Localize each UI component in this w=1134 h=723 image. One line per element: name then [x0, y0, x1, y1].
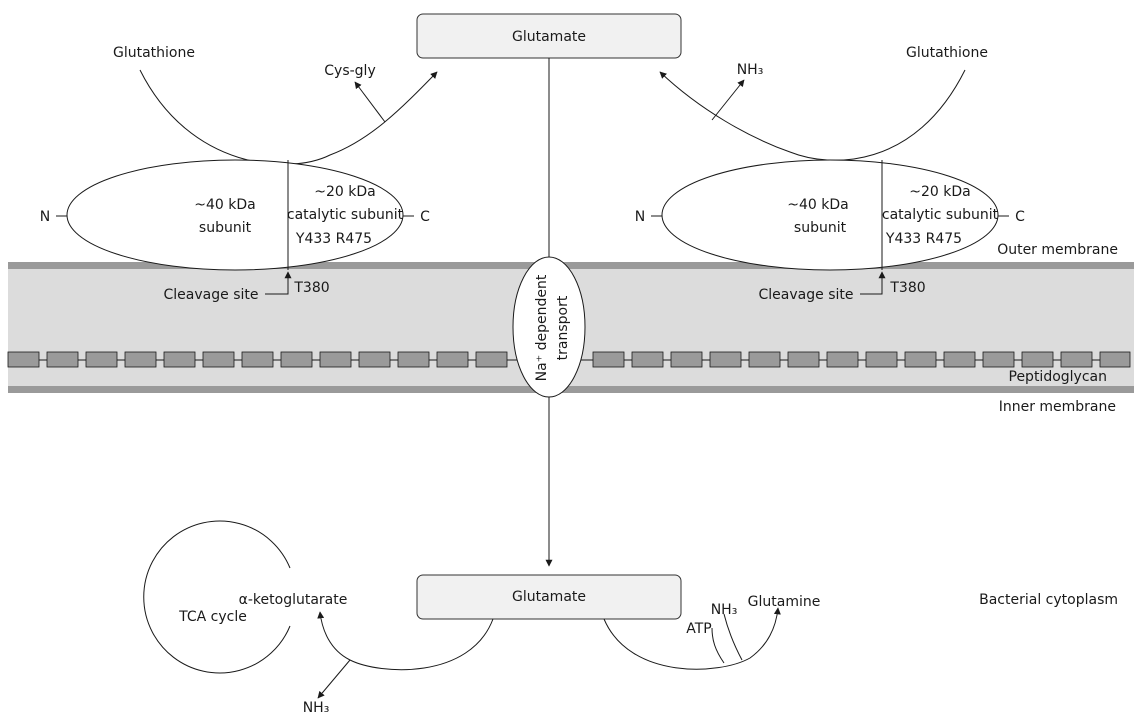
peptidoglycan-block [280, 351, 313, 368]
enzyme-right-small-subunit-line3: Y433 R475 [885, 231, 962, 247]
inner-membrane-label: Inner membrane [999, 399, 1116, 415]
enzyme-right-small-subunit-line2: catalytic subunit [882, 207, 999, 223]
glutamate-to-akg-arrow [317, 611, 494, 671]
peptidoglycan-block [1099, 351, 1131, 368]
enzyme-left-cleavage-residue: T380 [293, 280, 329, 296]
peptidoglycan-block [592, 351, 625, 368]
nh3-bottom-arrow [317, 659, 351, 699]
peptidoglycan-block [163, 351, 196, 368]
nh3-glutamine-label: NH₃ [711, 602, 738, 618]
enzyme-right-c-terminus: C [1015, 209, 1025, 225]
atp-label: ATP [686, 621, 711, 637]
enzyme-left-large-subunit-line1: ~40 kDa [194, 197, 255, 213]
peptidoglycan-block [943, 351, 976, 368]
peptidoglycan-label: Peptidoglycan [1009, 369, 1108, 385]
glutathione-left-curve [139, 69, 438, 165]
peptidoglycan-block [748, 351, 781, 368]
peptidoglycan-block [319, 351, 352, 368]
nh3-top-label: NH₃ [737, 62, 764, 78]
peptidoglycan-block [787, 351, 820, 368]
nh3-input-line [723, 613, 743, 661]
peptidoglycan-block [631, 351, 664, 368]
transporter-label-line1: Na⁺ dependent [534, 274, 550, 381]
peptidoglycan-block [982, 351, 1015, 368]
enzyme-left-small-subunit-line1: ~20 kDa [314, 184, 375, 200]
glutathione-left-label: Glutathione [113, 45, 195, 61]
glutamate-to-glutamine-arrow [603, 607, 781, 670]
peptidoglycan-block [1021, 351, 1054, 368]
enzyme-left-ellipse [66, 159, 404, 271]
peptidoglycan-block [436, 351, 469, 368]
glutathione-right-curve [659, 69, 966, 161]
glutamate-top-label: Glutamate [512, 29, 586, 45]
enzyme-left-large-subunit-line2: subunit [199, 220, 252, 236]
enzyme-left-small-subunit-line2: catalytic subunit [287, 207, 404, 223]
outer-membrane-label: Outer membrane [997, 242, 1118, 258]
peptidoglycan-block [397, 351, 430, 368]
enzyme-right-n-terminus: N [635, 209, 645, 225]
tca-cycle-label: TCA cycle [178, 609, 247, 625]
peptidoglycan-block [85, 351, 118, 368]
na-dependent-transporter [512, 256, 586, 398]
outer-membrane-line [8, 262, 1134, 269]
inner-membrane-line [8, 386, 1134, 393]
peptidoglycan-block [46, 351, 79, 368]
cys-gly-arrow [354, 81, 386, 123]
bacterial-cytoplasm-label: Bacterial cytoplasm [979, 592, 1118, 608]
glutamate-bottom-label: Glutamate [512, 589, 586, 605]
nh3-top-arrow [711, 79, 745, 121]
peptidoglycan-block [475, 351, 508, 368]
enzyme-left-cleavage-arrow [265, 271, 292, 295]
peptidoglycan-block [826, 351, 859, 368]
peptidoglycan-block [7, 351, 40, 368]
enzyme-right-cleavage-arrow [860, 271, 886, 295]
alpha-ketoglutarate-label: α-ketoglutarate [239, 592, 348, 608]
enzyme-right-large-subunit-line1: ~40 kDa [787, 197, 848, 213]
atp-input-line [711, 627, 725, 664]
peptidoglycan-block [904, 351, 937, 368]
enzyme-right-large-subunit-line2: subunit [794, 220, 847, 236]
enzyme-left-small-subunit-line3: Y433 R475 [295, 231, 372, 247]
cys-gly-label: Cys-gly [324, 63, 375, 79]
tca-cycle-circle [143, 520, 291, 674]
glutathione-right-label: Glutathione [906, 45, 988, 61]
enzyme-right-ellipse [661, 159, 999, 271]
enzyme-right-cleavage-residue: T380 [889, 280, 925, 296]
peptidoglycan-block [358, 351, 391, 368]
nh3-bottom-label: NH₃ [303, 700, 330, 716]
peptidoglycan-block [241, 351, 274, 368]
enzyme-right-small-subunit-line1: ~20 kDa [909, 184, 970, 200]
enzyme-left-c-terminus: C [420, 209, 430, 225]
peptidoglycan-layer [7, 351, 1131, 368]
transporter-label-line2: transport [555, 295, 571, 360]
peptidoglycan-block [709, 351, 742, 368]
peptidoglycan-block [670, 351, 703, 368]
peptidoglycan-block [124, 351, 157, 368]
enzyme-right-cleavage-label: Cleavage site [759, 287, 854, 303]
glutamine-label: Glutamine [748, 594, 821, 610]
enzyme-left-cleavage-label: Cleavage site [164, 287, 259, 303]
peptidoglycan-block [202, 351, 235, 368]
enzyme-left-n-terminus: N [40, 209, 50, 225]
peptidoglycan-block [1060, 351, 1093, 368]
peptidoglycan-block [865, 351, 898, 368]
glutamate-bottom-box [416, 574, 682, 620]
